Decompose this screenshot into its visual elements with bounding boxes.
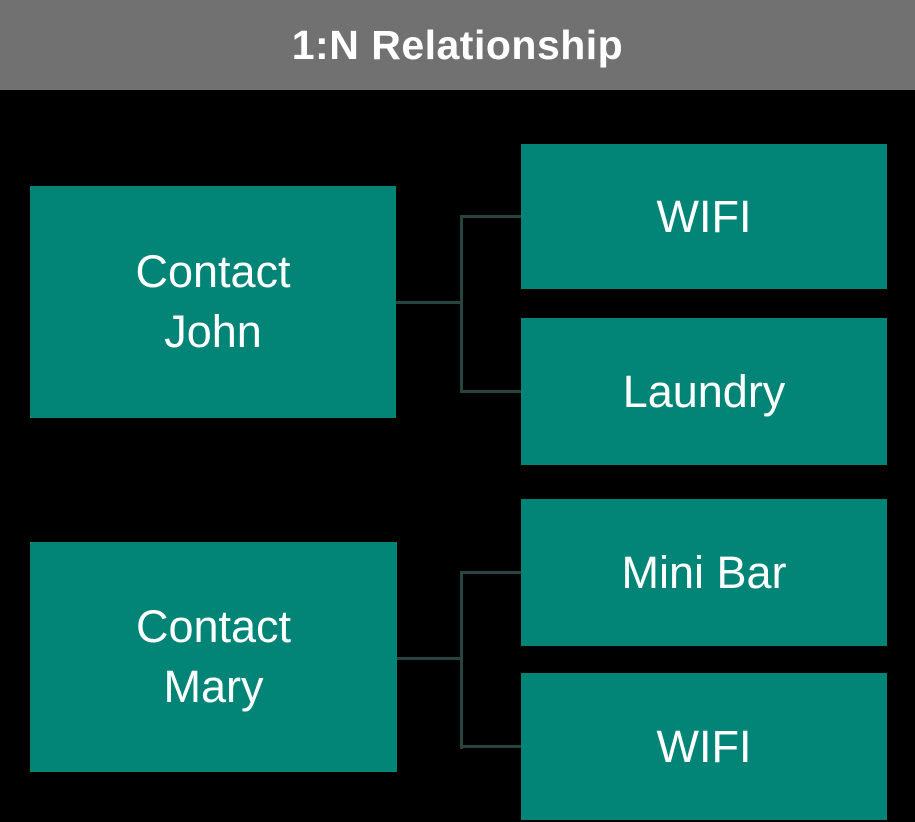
connector-mary-stem [397, 657, 463, 660]
node-label: WIFI [656, 720, 752, 772]
node-label-line: Contact [135, 246, 291, 297]
node-label: WIFI [656, 190, 752, 242]
connector-john-to-laundry [460, 390, 521, 393]
child-node-wifi-1: WIFI [521, 144, 887, 289]
connector-john-trunk [460, 215, 463, 393]
child-node-wifi-2: WIFI [521, 673, 887, 820]
connector-john-stem [396, 301, 463, 304]
node-label: Laundry [622, 365, 786, 417]
node-label-line: John [164, 306, 262, 357]
slide-title: 1:N Relationship [291, 21, 624, 68]
node-label-line: Contact [135, 601, 292, 652]
node-label: Mini Bar [621, 546, 787, 598]
child-node-laundry: Laundry [521, 318, 887, 465]
parent-node-contact-john: Contact John [30, 186, 396, 418]
connector-john-to-wifi [460, 215, 521, 218]
parent-node-contact-mary: Contact Mary [30, 542, 397, 772]
node-label-line: Mary [163, 661, 264, 712]
child-node-mini-bar: Mini Bar [521, 499, 887, 646]
connector-mary-to-minibar [460, 571, 521, 574]
connector-mary-trunk [460, 571, 463, 749]
connector-mary-to-wifi [460, 745, 521, 748]
title-bar: 1:N Relationship [0, 0, 915, 90]
